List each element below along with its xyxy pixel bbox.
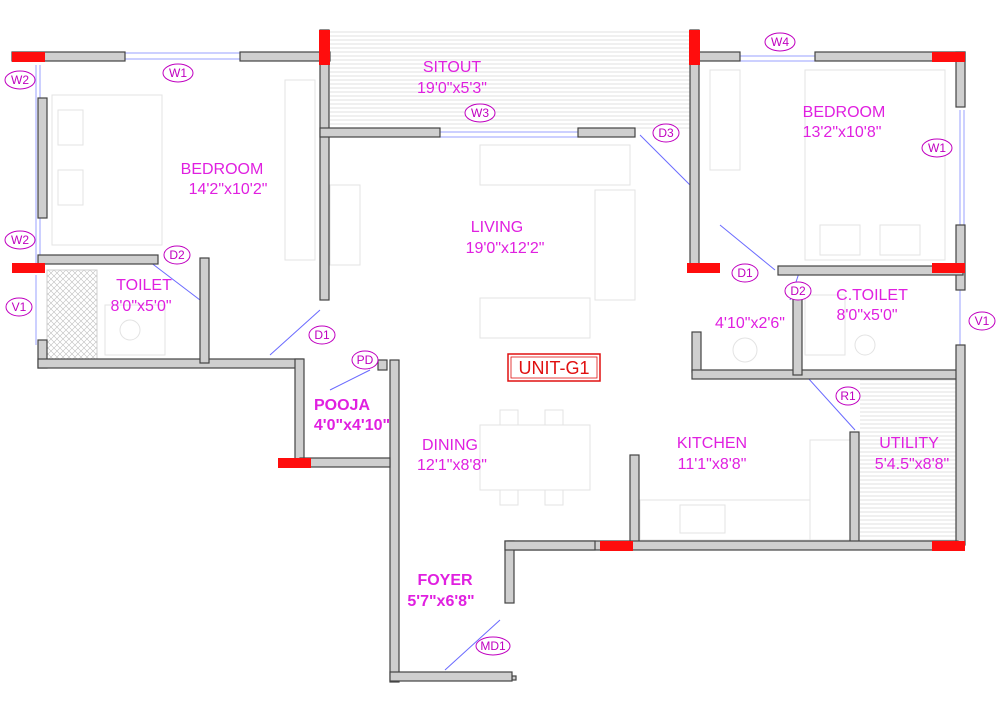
room-dining-name: DINING: [422, 437, 478, 454]
sitout-floor-hatch: [330, 31, 690, 129]
svg-text:D2: D2: [169, 248, 185, 262]
svg-text:V1: V1: [975, 314, 990, 328]
room-living-name: LIVING: [471, 219, 523, 236]
room-wash-size: 4'10"x2'6": [715, 315, 785, 332]
tag-w2-top: W2: [4, 70, 36, 90]
windows: [35, 52, 965, 345]
room-utility-size: 5'4.5"x8'8": [875, 456, 949, 473]
utility-floor-hatch: [860, 379, 956, 541]
svg-text:D3: D3: [658, 126, 674, 140]
furniture: [51, 69, 946, 541]
svg-text:D1: D1: [737, 266, 753, 280]
svg-text:W2: W2: [11, 73, 29, 87]
room-ctoilet-size: 8'0"x5'0": [836, 307, 897, 324]
room-kitchen-size: 11'1"x8'8": [678, 456, 747, 473]
room-sitout-name: SITOUT: [423, 59, 482, 76]
room-bedroom1-size: 14'2"x10'2": [189, 181, 268, 198]
unit-label: UNIT-G1: [507, 353, 601, 382]
tag-d2-toilet: D2: [163, 245, 191, 265]
room-bedroom1-name: BEDROOM: [181, 161, 264, 178]
room-foyer-name: FOYER: [417, 572, 473, 589]
room-pooja-size: 4'0"x4'10": [314, 417, 390, 434]
tag-r1: R1: [835, 386, 861, 406]
svg-text:W3: W3: [471, 106, 489, 120]
svg-text:W2: W2: [11, 233, 29, 247]
doors: [149, 134, 856, 671]
svg-text:V1: V1: [12, 300, 27, 314]
columns: [12, 30, 965, 551]
room-utility-name: UTILITY: [879, 435, 939, 452]
tag-w1-right: W1: [921, 138, 953, 158]
tag-md1: MD1: [475, 636, 511, 656]
tag-d2-ctoilet: D2: [784, 281, 812, 301]
room-bedroom2-size: 13'2"x10'8": [803, 124, 882, 141]
room-foyer-size: 5'7"x6'8": [407, 593, 474, 610]
tag-pd: PD: [351, 350, 379, 370]
tag-w1-top: W1: [162, 63, 194, 83]
room-toilet-name: TOILET: [116, 277, 172, 294]
room-living-size: 19'0"x12'2": [466, 240, 545, 257]
svg-text:D2: D2: [790, 284, 806, 298]
tag-d1-bed2: D1: [731, 263, 759, 283]
unit-label-text: UNIT-G1: [518, 358, 589, 378]
walls: [11, 29, 966, 683]
tag-v1-right: V1: [968, 311, 996, 331]
room-toilet-size: 8'0"x5'0": [110, 298, 171, 315]
toilet-shower-tiles: [46, 269, 98, 361]
svg-text:W1: W1: [169, 66, 187, 80]
tag-w4: W4: [764, 32, 796, 52]
room-labels: SITOUT 19'0"x5'3" BEDROOM 14'2"x10'2" BE…: [110, 59, 949, 610]
room-ctoilet-name: C.TOILET: [836, 287, 908, 304]
svg-text:MD1: MD1: [480, 639, 506, 653]
room-bedroom2-name: BEDROOM: [803, 104, 886, 121]
tag-d3: D3: [652, 123, 680, 143]
tag-w3: W3: [464, 103, 496, 123]
tag-v1-left: V1: [5, 297, 33, 317]
svg-text:R1: R1: [840, 389, 856, 403]
tags: W1 W2 W2 V1 W3 W4 W1 V1 D2 D1 PD D3 D1 D…: [4, 32, 996, 656]
svg-text:W1: W1: [928, 141, 946, 155]
svg-text:PD: PD: [357, 353, 374, 367]
tag-d1-living: D1: [308, 325, 336, 345]
room-pooja-name: POOJA: [314, 397, 370, 414]
svg-text:W4: W4: [771, 35, 789, 49]
tag-w2-mid: W2: [4, 230, 36, 250]
svg-text:D1: D1: [314, 328, 330, 342]
room-dining-size: 12'1"x8'8": [417, 457, 487, 474]
room-sitout-size: 19'0"x5'3": [417, 80, 487, 97]
room-kitchen-name: KITCHEN: [677, 435, 747, 452]
